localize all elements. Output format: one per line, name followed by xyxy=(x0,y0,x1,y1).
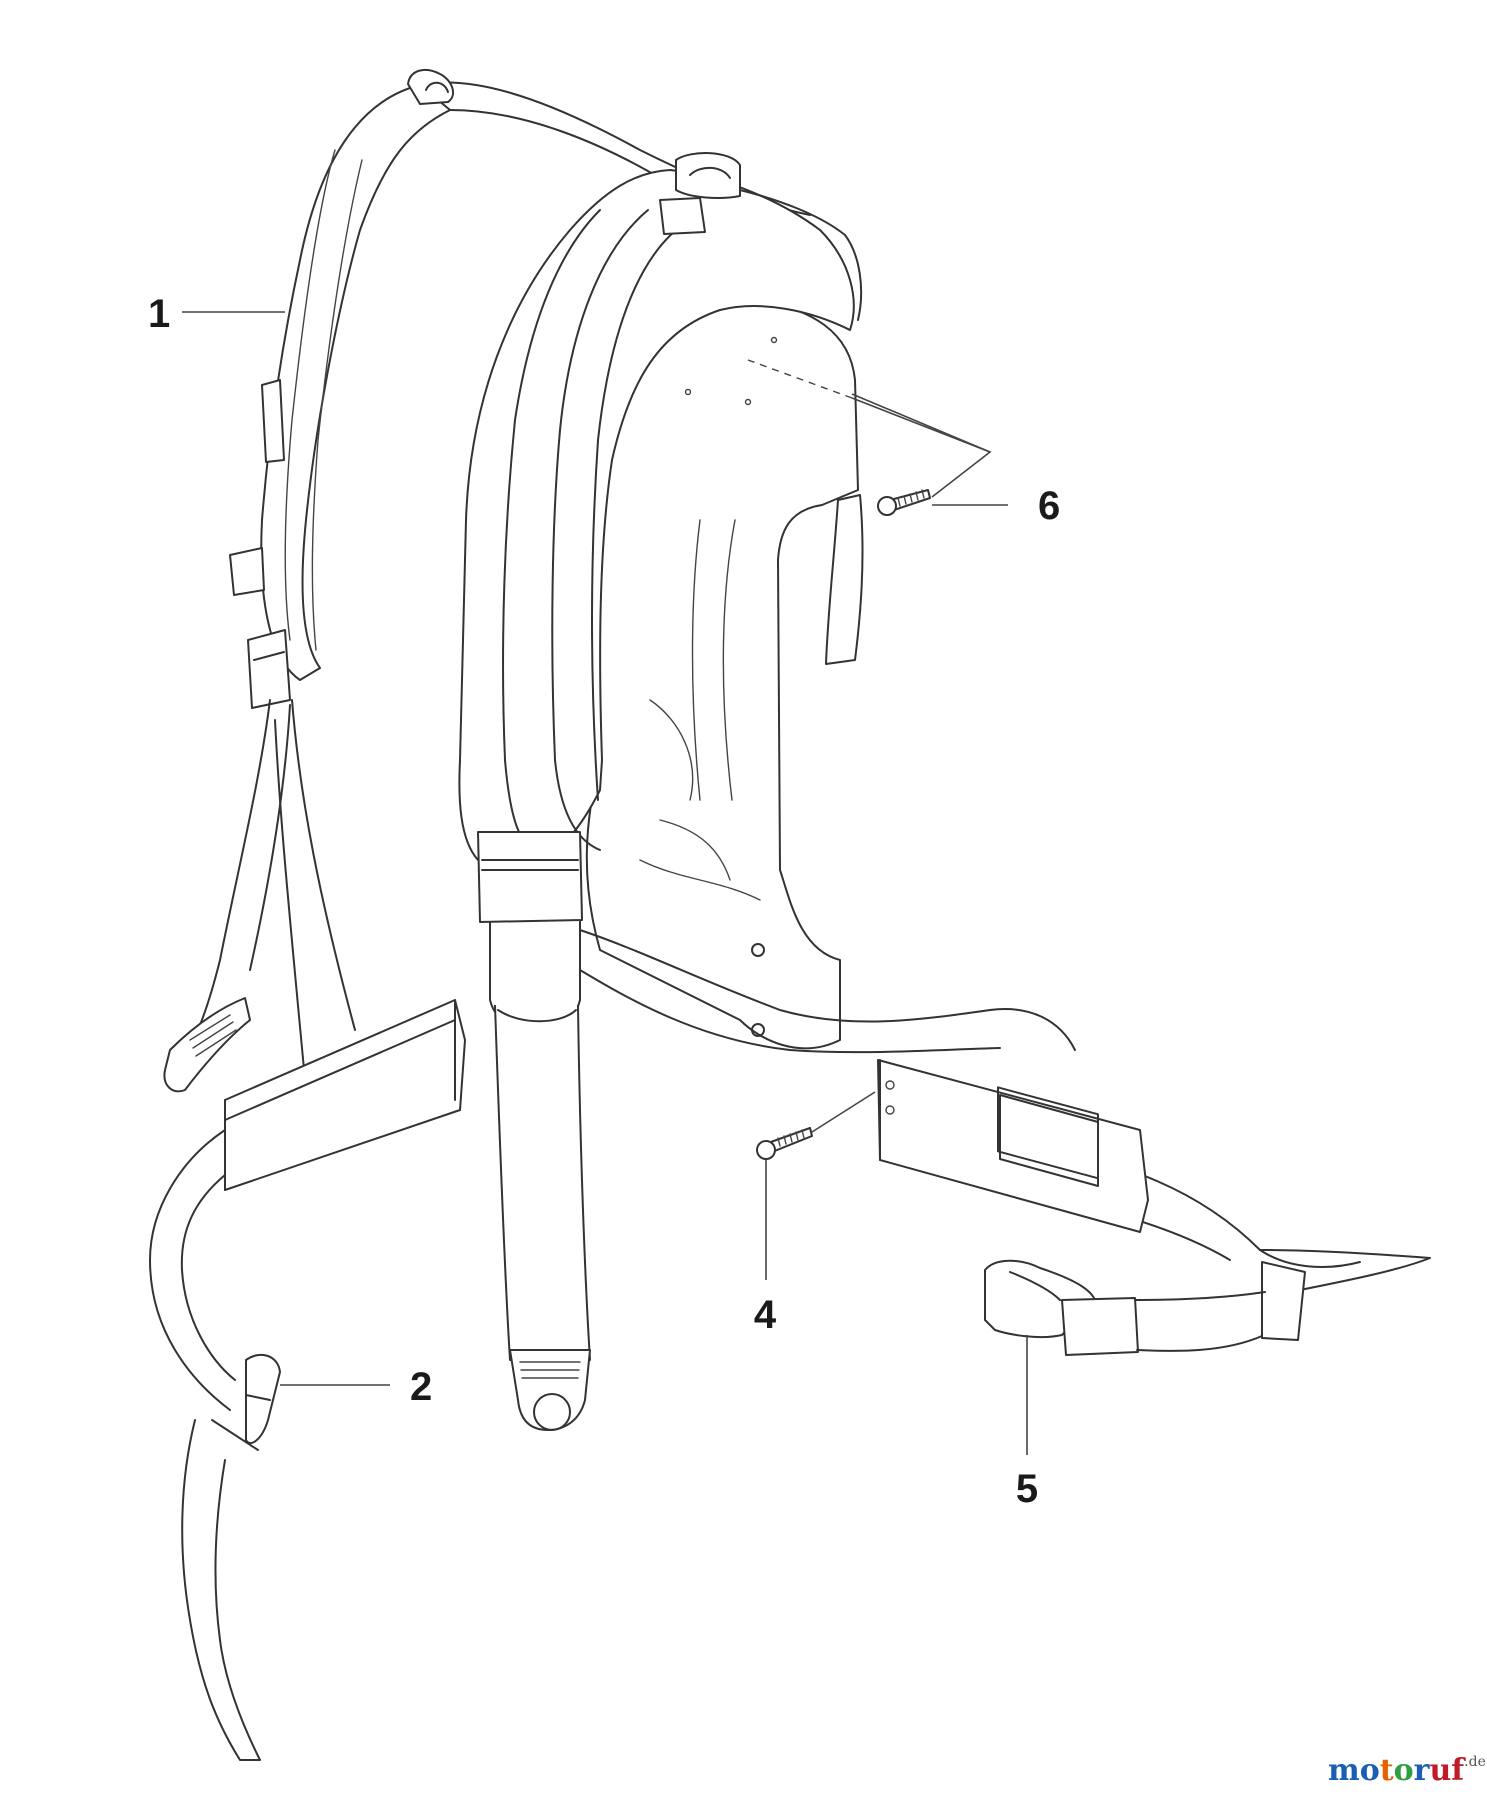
back-plate xyxy=(585,299,859,1050)
part-label-1: 1 xyxy=(148,292,170,336)
part-label-6: 6 xyxy=(1038,484,1060,528)
right-shoulder-pad xyxy=(458,152,864,861)
part-label-5: 5 xyxy=(1016,1467,1038,1511)
hip-strap xyxy=(149,1129,261,1761)
part-label-2: 2 xyxy=(410,1365,432,1409)
right-waist-pad xyxy=(877,1059,1149,1233)
front-strap xyxy=(477,831,591,1431)
screw-part-4 xyxy=(756,1127,813,1160)
screw-part-6 xyxy=(877,489,931,516)
svg-text:motoruf.de: motoruf.de xyxy=(1328,1753,1486,1788)
left-waist-pad xyxy=(224,999,466,1191)
leader-lines xyxy=(182,311,1028,1455)
watermark-logo: motoruf.de xyxy=(1328,1753,1486,1788)
part-label-4: 4 xyxy=(754,1293,777,1337)
left-shoulder-strap xyxy=(163,68,811,1093)
buckle-part-5 xyxy=(984,1259,1306,1356)
buckle-part-2 xyxy=(245,1353,281,1445)
